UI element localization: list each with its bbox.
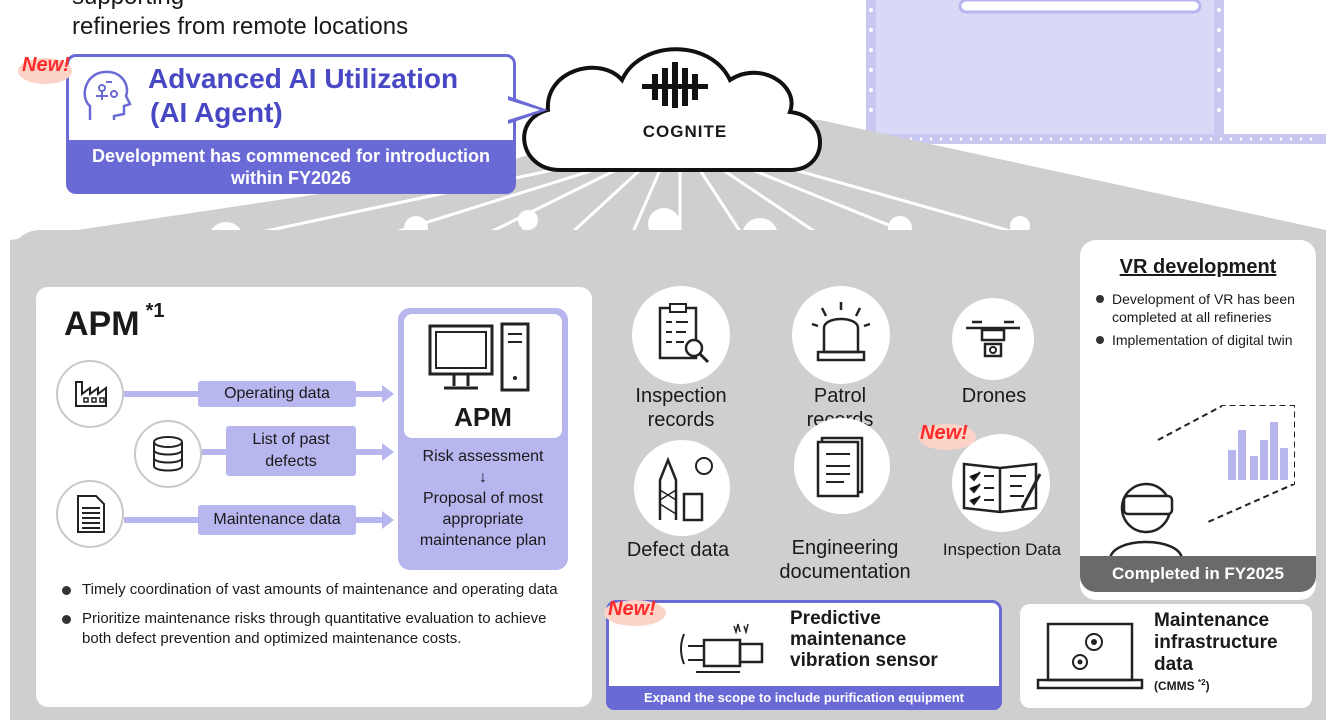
factory-icon [56,360,124,428]
header-line1: supporting [72,0,184,12]
input-maintenance-data: Maintenance data [198,505,356,535]
ai-status-band: Development has commenced for introducti… [66,140,516,194]
apm-footnote: *1 [145,300,165,322]
cloud-brand: COGNITE [642,122,728,141]
cmms-title: Maintenance infrastructure data [1154,610,1278,675]
cmms-card [1020,604,1312,708]
laptop-gears-icon [1036,622,1144,690]
new-tag-bg [918,424,976,450]
vr-title: VR development [1119,256,1277,278]
arrow-line [356,449,382,455]
arrow-line [124,517,198,523]
source-label: Defect data [626,539,730,561]
vr-headset-icon [1108,405,1295,560]
apm-step-arrow: ↓ [479,469,487,486]
input-operating-data: Operating data [198,381,356,407]
arrow-head [382,385,394,403]
new-tag-bg [604,600,666,626]
arrow-line [356,517,382,523]
input-past-defects: List of past defects [226,426,356,476]
ai-subtitle: (AI Agent) [150,97,283,128]
header-line2: refineries from remote locations [72,13,409,40]
apm-heading: APM*1 [64,300,165,343]
vibration-sensor-icon [680,623,764,673]
arrow-head [382,443,394,461]
list-item: Implementation of digital twin [1096,331,1306,349]
document-icon [56,480,124,548]
apm-step-risk: Risk assessment [422,448,544,465]
source-label: Inspection Data [942,540,1062,559]
cmms-sub: (CMMS *2) [1154,678,1210,693]
new-tag: New! [608,598,656,620]
drone-icon [952,298,1034,380]
predictive-band: Expand the scope to include purification… [606,686,1002,710]
database-icon [134,420,202,488]
arrow-line [124,391,198,397]
source-label: Drones [961,385,1027,407]
computer-icon [428,322,530,392]
engineering-docs-icon [794,418,890,514]
source-label: Inspection records [635,385,727,431]
checklist-book-icon [952,434,1050,532]
new-tag: New! [920,422,968,444]
predictive-title: Predictive maintenance vibration sensor [790,608,938,671]
ai-head-icon [83,70,132,120]
apm-bullets: Timely coordination of vast amounts of m… [62,580,562,658]
list-item: Development of VR has been completed at … [1096,290,1306,326]
list-item: Prioritize maintenance risks through qua… [62,609,562,649]
cmms-footnote: *2 [1198,678,1206,687]
new-tag-bg [18,58,72,84]
ai-title: Advanced AI Utilization [148,63,459,94]
new-tag: New! [22,54,70,76]
apm-process: Risk assessment ↓ Proposal of most appro… [398,446,568,551]
callout-pointer [508,96,548,124]
arrow-line [356,391,382,397]
arrow-head [382,511,394,529]
list-item: Timely coordination of vast amounts of m… [62,580,562,600]
vr-status-band: Completed in FY2025 [1080,556,1316,592]
apm-step-proposal: Proposal of most appropriate maintenance… [419,490,547,549]
apm-system-label: APM [454,402,512,432]
siren-icon [792,286,890,384]
clipboard-magnifier-icon [632,286,730,384]
vr-bullets: Development of VR has been completed at … [1096,290,1306,354]
refinery-icon [634,440,730,536]
source-label: Engineering documentation [779,537,911,583]
arrow-line [202,449,226,455]
